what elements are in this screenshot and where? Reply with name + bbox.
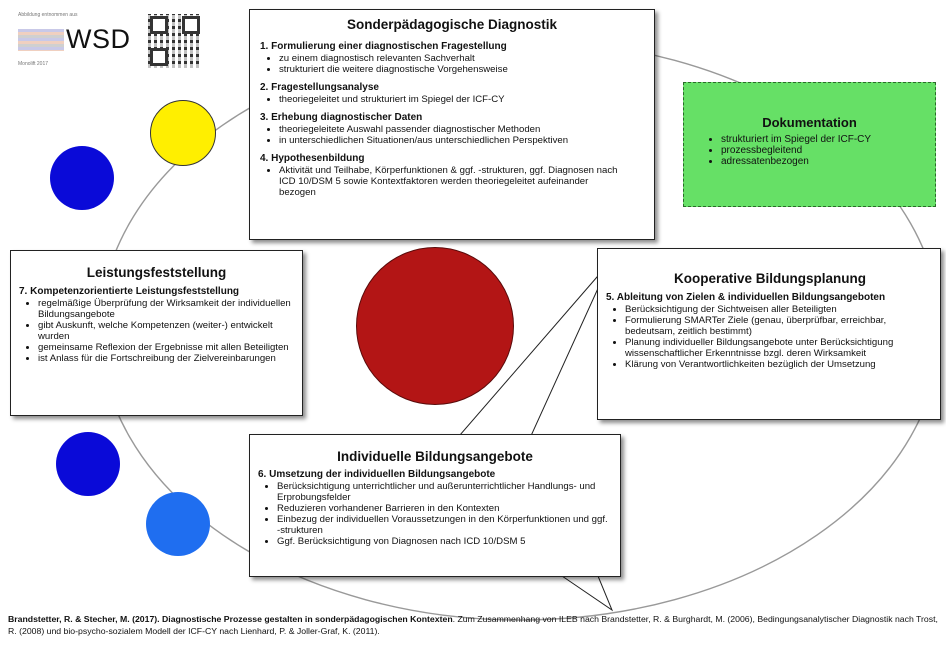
- source-logo: Abbildung entnommen aus WSD Monolift 201…: [18, 12, 131, 72]
- list-item: zu einem diagnostisch relevanten Sachver…: [279, 53, 644, 64]
- list-item: Reduzieren vorhandener Barrieren in den …: [277, 503, 612, 514]
- dokumentation-title: Dokumentation: [762, 115, 857, 130]
- list-item: theoriegeleitet und strukturiert im Spie…: [279, 94, 644, 105]
- leistung-heading: 7. Kompetenzorientierte Leistungsfestste…: [19, 286, 240, 297]
- bottom-pointer: [560, 575, 614, 612]
- logo-top-text: Abbildung entnommen aus: [18, 12, 78, 18]
- dokumentation-list: strukturiert im Spiegel der ICF-CY proze…: [702, 134, 917, 167]
- diagnostik-section-list: Aktivität und Teilhabe, Körperfunktionen…: [260, 165, 644, 198]
- dokumentation-box: Dokumentation strukturiert im Spiegel de…: [683, 82, 936, 207]
- citation-rest: . Zum Zusammenhang von ILEB nach Brandst…: [8, 614, 938, 636]
- diagnostik-section-heading: 1. Formulierung einer diagnostischen Fra…: [260, 41, 507, 52]
- yellow-circle: [150, 100, 216, 166]
- list-item: adressatenbezogen: [721, 156, 917, 167]
- diagnostik-section-heading: 4. Hypothesenbildung: [260, 153, 365, 164]
- kooperative-list: Berücksichtigung der Sichtweisen aller B…: [606, 304, 934, 370]
- leistung-title: Leistungsfeststellung: [86, 265, 227, 280]
- blue-circle-bottom: [56, 432, 120, 496]
- diagnostik-section-heading: 2. Fragestellungsanalyse: [260, 82, 379, 93]
- list-item: Planung individueller Bildungsangebote u…: [625, 337, 934, 359]
- blue-circle-top: [50, 146, 114, 210]
- light-blue-circle: [146, 492, 210, 556]
- diagnostik-section-list: theoriegeleitet und strukturiert im Spie…: [260, 94, 644, 105]
- list-item: gemeinsame Reflexion der Ergebnisse mit …: [38, 342, 294, 353]
- leistung-list: regelmäßige Überprüfung der Wirksamkeit …: [19, 298, 294, 364]
- individuelle-title: Individuelle Bildungsangebote: [337, 449, 533, 464]
- list-item: gibt Auskunft, welche Kompetenzen (weite…: [38, 320, 294, 342]
- logo-bottom-text: Monolift 2017: [18, 61, 49, 67]
- citation: Brandstetter, R. & Stecher, M. (2017). D…: [8, 613, 938, 637]
- kooperative-title: Kooperative Bildungsplanung: [673, 271, 866, 286]
- logo-stripes: [18, 29, 64, 51]
- diagnostik-section-list: theoriegeleitete Auswahl passender diagn…: [260, 124, 644, 146]
- diagnostik-section-list: zu einem diagnostisch relevanten Sachver…: [260, 53, 644, 75]
- individuelle-box: Individuelle Bildungsangebote 6. Umsetzu…: [249, 434, 621, 577]
- individuelle-list: Berücksichtigung unterrichtlicher und au…: [258, 481, 612, 547]
- kooperative-heading: 5. Ableitung von Zielen & individuellen …: [606, 292, 886, 303]
- leistung-box: Leistungsfeststellung 7. Kompetenzorient…: [10, 250, 303, 416]
- logo-brand: WSD: [66, 24, 131, 54]
- list-item: Einbezug der individuellen Voraussetzung…: [277, 514, 612, 536]
- citation-authors: Brandstetter, R. & Stecher, M. (2017). D…: [8, 614, 453, 624]
- list-item: in unterschiedlichen Situationen/aus unt…: [279, 135, 644, 146]
- list-item: Aktivität und Teilhabe, Körperfunktionen…: [279, 165, 619, 198]
- list-item: Klärung von Verantwortlichkeiten bezügli…: [625, 359, 934, 370]
- diagnostik-title: Sonderpädagogische Diagnostik: [346, 17, 558, 32]
- kooperative-box: Kooperative Bildungsplanung 5. Ableitung…: [597, 248, 941, 420]
- diagnostik-box: Sonderpädagogische Diagnostik 1. Formuli…: [249, 9, 655, 240]
- list-item: Berücksichtigung unterrichtlicher und au…: [277, 481, 612, 503]
- individuelle-heading: 6. Umsetzung der individuellen Bildungsa…: [258, 469, 496, 480]
- qr-code: [148, 14, 202, 68]
- list-item: strukturiert im Spiegel der ICF-CY: [721, 134, 917, 145]
- list-item: prozessbegleitend: [721, 145, 917, 156]
- list-item: Ggf. Berücksichtigung von Diagnosen nach…: [277, 536, 612, 547]
- list-item: Berücksichtigung der Sichtweisen aller B…: [625, 304, 934, 315]
- diagnostik-section-heading: 3. Erhebung diagnostischer Daten: [260, 112, 423, 123]
- list-item: theoriegeleitete Auswahl passender diagn…: [279, 124, 644, 135]
- center-circle: [356, 247, 514, 405]
- list-item: regelmäßige Überprüfung der Wirksamkeit …: [38, 298, 294, 320]
- list-item: Formulierung SMARTer Ziele (genau, überp…: [625, 315, 934, 337]
- list-item: ist Anlass für die Fortschreibung der Zi…: [38, 353, 294, 364]
- list-item: strukturiert die weitere diagnostische V…: [279, 64, 644, 75]
